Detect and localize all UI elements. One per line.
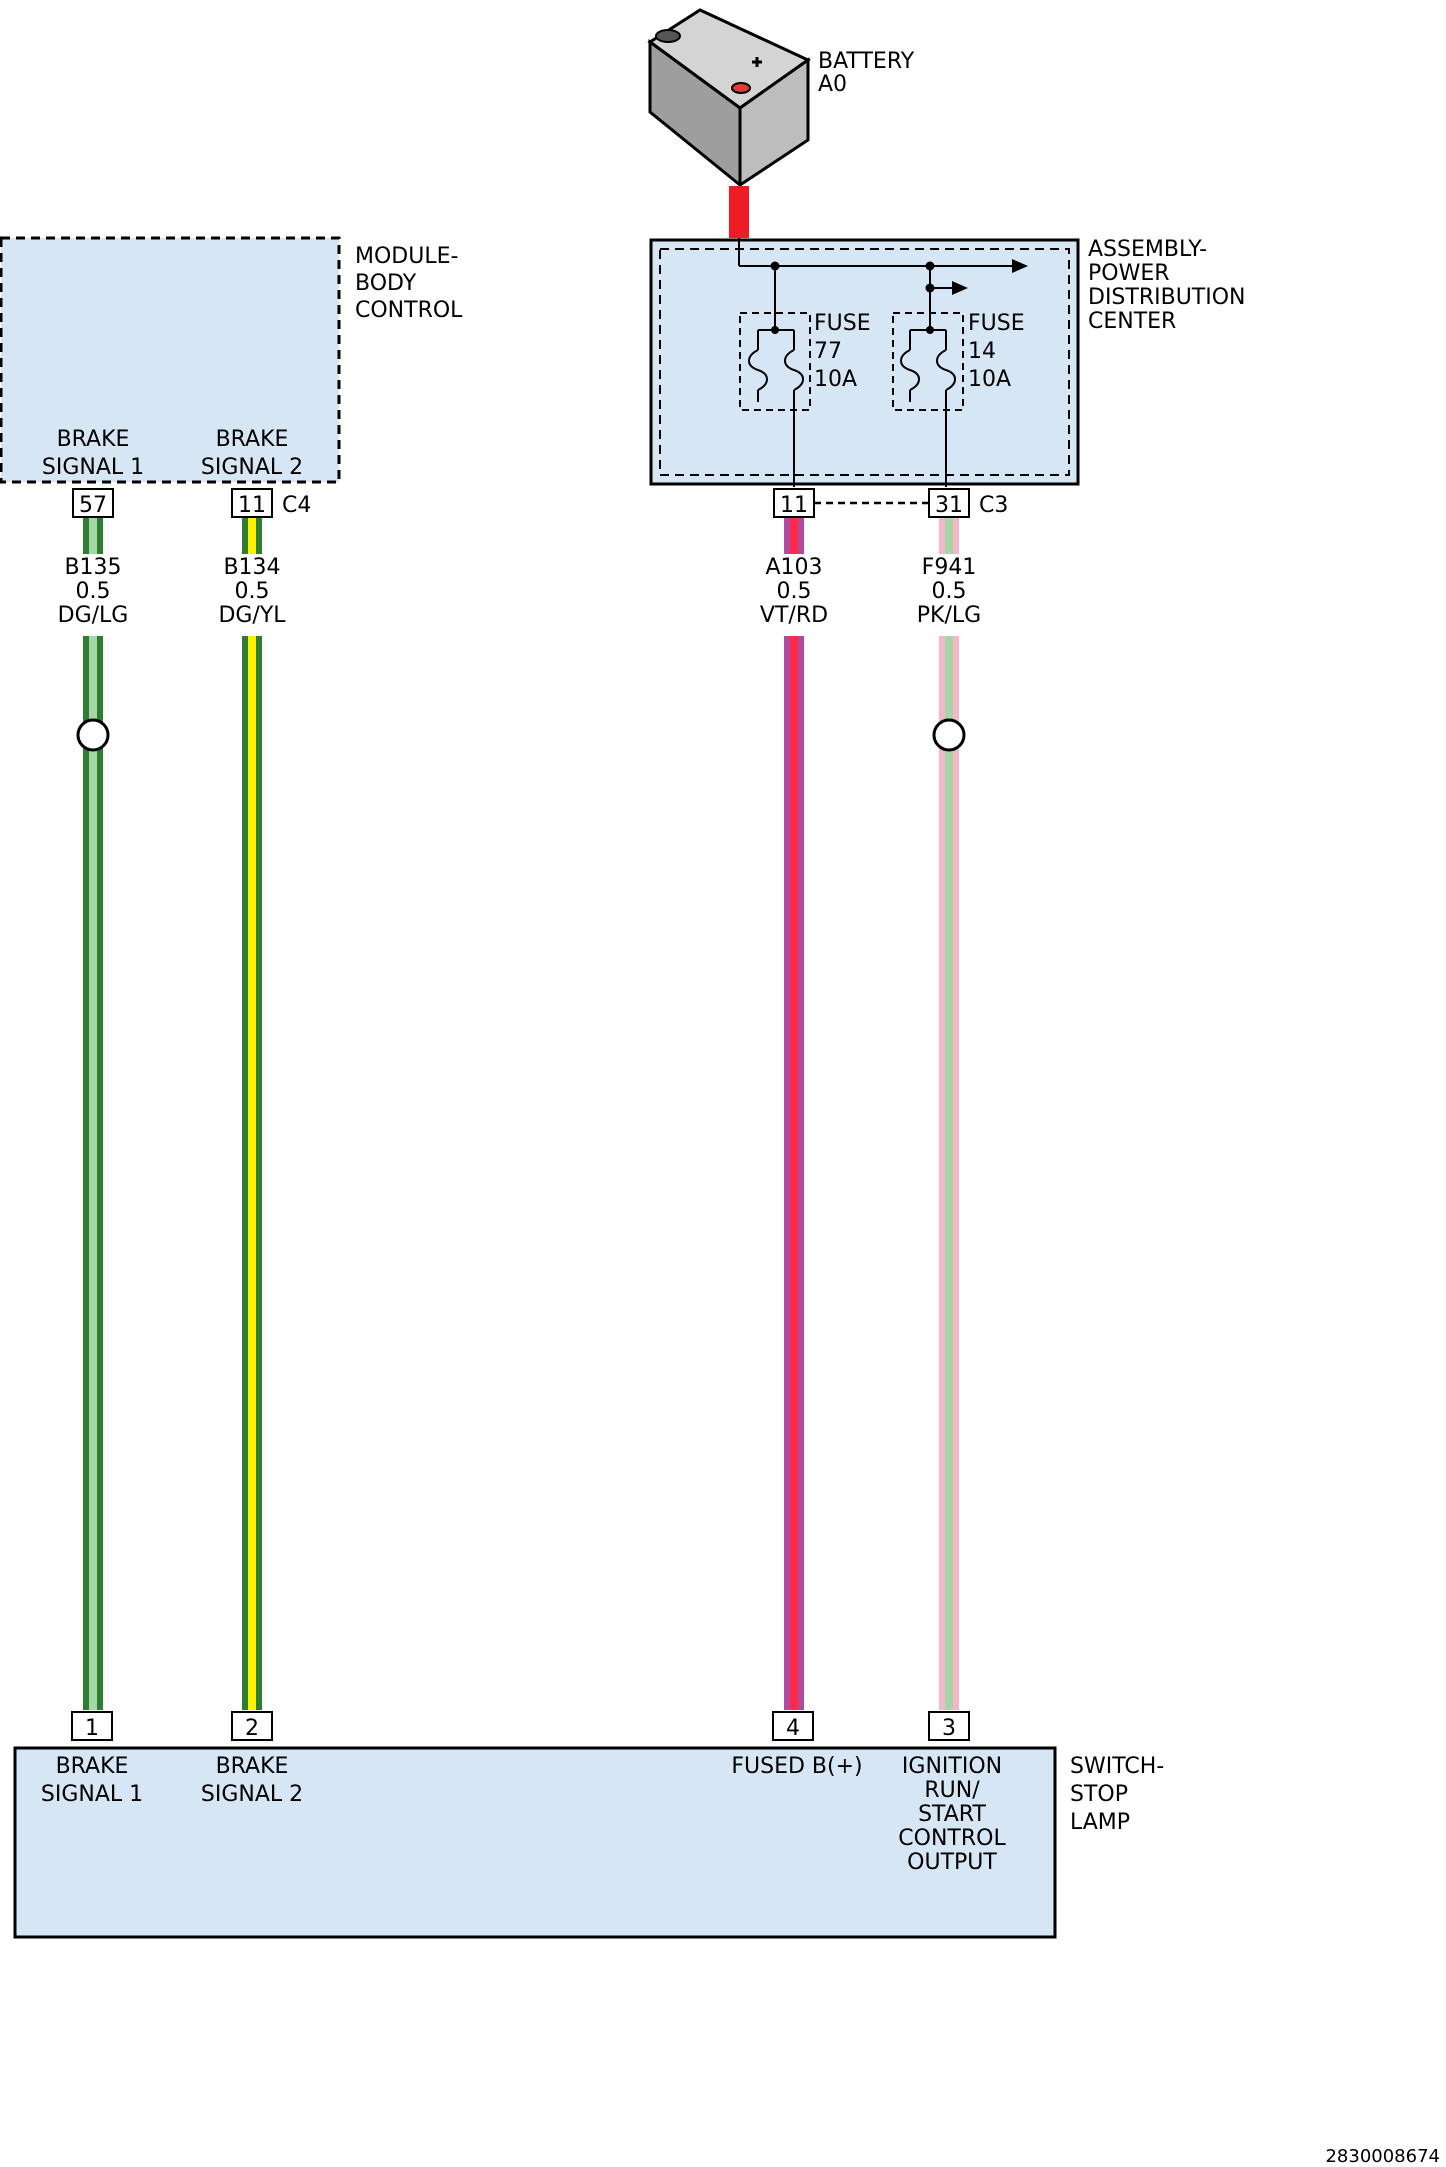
pdc-pin-box	[773, 488, 815, 518]
bcm-name-1: MODULE-	[355, 244, 458, 269]
bcm-pin-label-1b: SIGNAL 1	[42, 455, 144, 480]
wire-b134-color: DG/YL	[218, 603, 286, 628]
pdc-name-1: ASSEMBLY-	[1088, 237, 1207, 262]
switch-pin-label-3d: CONTROL	[898, 1826, 1006, 1851]
switch-pin-label-1b: SIGNAL 1	[41, 1782, 143, 1807]
bcm-pin-label-2b: SIGNAL 2	[201, 455, 303, 480]
switch-pin-3: 3	[942, 1716, 956, 1741]
wire-f941-gauge: 0.5	[932, 579, 967, 604]
pdc-connector-id: C3	[979, 493, 1008, 518]
pdc-inner-outline	[659, 248, 1070, 476]
bcm-pin-box	[231, 488, 273, 518]
switch-pin-4: 4	[786, 1716, 800, 1741]
switch-pin-box	[772, 1711, 814, 1741]
bcm-pin-label-1a: BRAKE	[57, 427, 130, 452]
fuse-77-icon	[739, 312, 811, 487]
wire-b134-gauge: 0.5	[235, 579, 270, 604]
switch-pin-box	[928, 1711, 970, 1741]
bcm-pin-box	[72, 488, 114, 518]
wire-b134	[242, 518, 262, 1710]
battery-name: BATTERY	[818, 49, 915, 74]
fuse-14-number: 14	[968, 339, 996, 364]
switch-name-1: SWITCH-	[1070, 1754, 1164, 1779]
stop-lamp-switch	[13, 1746, 1057, 1939]
switch-name-2: STOP	[1070, 1782, 1128, 1807]
wire-b135-color: DG/LG	[58, 603, 129, 628]
switch-pin-label-3b: RUN/	[924, 1778, 980, 1803]
pdc-name-2: POWER	[1088, 261, 1170, 286]
bcm-name-3: CONTROL	[355, 298, 463, 323]
splice-marker	[76, 718, 110, 752]
wire-b135-circuit: B135	[64, 555, 121, 580]
pdc-pin-31: 31	[935, 493, 963, 518]
fuse-77-number: 77	[814, 339, 842, 364]
fuse-77-rating: 10A	[814, 367, 857, 392]
wire-a103	[784, 518, 804, 1710]
bcm-connector-id: C4	[282, 493, 311, 518]
switch-pin-label-3c: START	[918, 1802, 986, 1827]
switch-pin-box	[231, 1711, 273, 1741]
switch-pin-label-3e: OUTPUT	[907, 1850, 997, 1875]
wire-b135	[83, 518, 103, 1710]
wire-a103-color: VT/RD	[760, 603, 828, 628]
bcm-pin-57: 57	[79, 493, 107, 518]
power-distribution-center	[649, 238, 1080, 486]
bcm-pin-label-2a: BRAKE	[216, 427, 289, 452]
battery-ref: A0	[818, 72, 847, 97]
bus-arrow-icon	[952, 281, 968, 295]
pdc-bus	[738, 238, 1018, 330]
switch-pin-label-3a: IGNITION	[902, 1754, 1002, 1779]
pdc-pin-box	[928, 488, 970, 518]
wire-b135-gauge: 0.5	[76, 579, 111, 604]
switch-pin-1: 1	[85, 1716, 99, 1741]
wire-a103-circuit: A103	[765, 555, 822, 580]
pdc-name-4: CENTER	[1088, 309, 1176, 334]
wire-f941	[939, 518, 959, 1710]
switch-pin-label-2b: SIGNAL 2	[201, 1782, 303, 1807]
fuse-14-rating: 10A	[968, 367, 1011, 392]
bus-junction	[925, 283, 935, 293]
pdc-name-3: DISTRIBUTION	[1088, 285, 1246, 310]
body-control-module	[0, 236, 341, 484]
switch-pin-label-1a: BRAKE	[56, 1754, 129, 1779]
battery-icon	[647, 8, 811, 189]
wire-a103-gauge: 0.5	[777, 579, 812, 604]
bcm-name-2: BODY	[355, 271, 417, 296]
splice-marker	[932, 718, 966, 752]
bcm-pin-11: 11	[238, 493, 266, 518]
switch-pin-box	[71, 1711, 113, 1741]
wire-f941-color: PK/LG	[917, 603, 981, 628]
switch-name-3: LAMP	[1070, 1810, 1130, 1835]
fuse-14-label: FUSE	[968, 311, 1025, 336]
bus-arrow-icon	[1012, 259, 1028, 273]
fuse-14-icon	[892, 312, 964, 487]
switch-pin-2: 2	[245, 1716, 259, 1741]
bus-junction	[925, 261, 935, 271]
figure-id: 2830008674	[1325, 2146, 1440, 2167]
battery-feed-wire	[729, 186, 749, 238]
bus-junction	[770, 261, 780, 271]
switch-pin-label-2a: BRAKE	[216, 1754, 289, 1779]
switch-pin-label-4: FUSED B(+)	[731, 1754, 862, 1779]
wire-f941-circuit: F941	[922, 555, 977, 580]
fuse-77-label: FUSE	[814, 311, 871, 336]
pdc-pin-11: 11	[780, 493, 808, 518]
wire-b134-circuit: B134	[223, 555, 280, 580]
